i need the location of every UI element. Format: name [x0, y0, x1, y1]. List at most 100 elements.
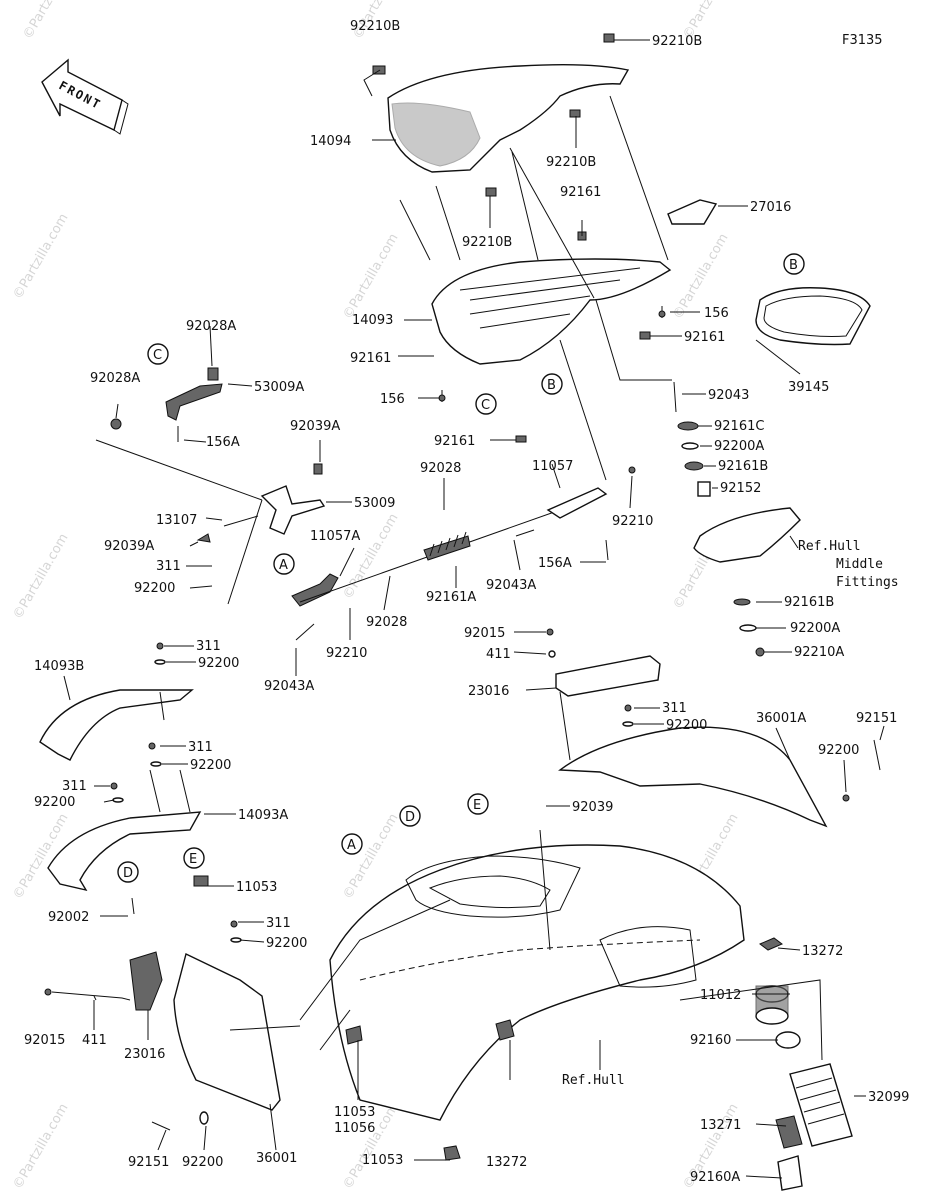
part-label: 156	[380, 392, 405, 407]
part-label: 92039	[572, 800, 613, 815]
part-label: 156	[704, 306, 729, 321]
part-label: 92161	[684, 330, 725, 345]
part-label: 311	[196, 639, 221, 654]
callout-c-tray: C	[475, 393, 497, 415]
part-label: 92015	[24, 1033, 65, 1048]
part-label: 92043A	[264, 679, 314, 694]
part-label: 92200	[818, 743, 859, 758]
part-label: 92200A	[790, 621, 840, 636]
part-label: 27016	[750, 200, 791, 215]
seat-cover-shape	[387, 63, 630, 173]
part-label: 92028A	[186, 319, 236, 334]
svg-text:D: D	[123, 866, 133, 881]
part-label: 92161A	[426, 590, 476, 605]
svg-text:A: A	[279, 558, 288, 573]
front-arrow-icon: FRONT	[41, 58, 129, 135]
part-label: 92210B	[546, 155, 596, 170]
part-label: 92043A	[486, 578, 536, 593]
part-label: 14093	[352, 313, 393, 328]
part-label: 92028A	[90, 371, 140, 386]
svg-text:B: B	[547, 378, 556, 393]
watermark-text: ©Partzilla.com	[10, 531, 71, 622]
part-label: 311	[662, 701, 687, 716]
part-label: 92043	[708, 388, 749, 403]
part-label: 39145	[788, 380, 829, 395]
part-label: 92028	[366, 615, 407, 630]
part-labels: 92210B 92210B 14094 92210B 92210B 92161 …	[24, 19, 909, 1185]
part-label: 11056	[334, 1121, 375, 1136]
part-label: 311	[188, 740, 213, 755]
callout-d-deck: D	[399, 805, 421, 827]
part-label: 92200	[198, 656, 239, 671]
part-label: 92161B	[784, 595, 834, 610]
part-label: 23016	[468, 684, 509, 699]
part-label: 92161C	[714, 419, 764, 434]
svg-text:D: D	[405, 810, 415, 825]
ref-hull-middle-label-2: Middle	[836, 557, 883, 572]
seal-ring-shape	[755, 287, 871, 346]
svg-text:E: E	[473, 798, 481, 813]
callout-a-deck: A	[341, 833, 363, 855]
callout-b-tray: B	[541, 373, 563, 395]
part-label: 92151	[856, 711, 897, 726]
callout-c-left: C	[147, 343, 169, 365]
part-label: 92210B	[652, 34, 702, 49]
storage-tray-shape	[431, 258, 672, 365]
part-label: 92200	[34, 795, 75, 810]
svg-text:C: C	[481, 398, 490, 413]
part-label: 11053	[236, 880, 277, 895]
side-cover-left-shape	[173, 953, 281, 1111]
part-label: 13272	[486, 1155, 527, 1170]
part-label: 311	[266, 916, 291, 931]
part-label: 92160A	[690, 1170, 740, 1185]
part-label: 11053	[334, 1105, 375, 1120]
part-label: 92210B	[462, 235, 512, 250]
part-label: 92210	[612, 514, 653, 529]
part-label: 13107	[156, 513, 197, 528]
part-label: 92160	[690, 1033, 731, 1048]
part-label: 92200	[266, 936, 307, 951]
part-shapes	[39, 33, 881, 1191]
part-label: 36001	[256, 1151, 297, 1166]
part-label: 11012	[700, 988, 741, 1003]
part-label: 92039A	[290, 419, 340, 434]
part-label: 14093A	[238, 808, 288, 823]
callout-e-panel: E	[183, 847, 205, 869]
part-label: 11057A	[310, 529, 360, 544]
svg-text:A: A	[347, 838, 356, 853]
part-label: 92161	[350, 351, 391, 366]
part-label: 92210	[326, 646, 367, 661]
part-label: 411	[486, 647, 511, 662]
part-label: 92161	[560, 185, 601, 200]
leader-lines	[51, 39, 885, 1179]
svg-text:E: E	[189, 852, 197, 867]
part-label: 92200A	[714, 439, 764, 454]
part-label: 311	[62, 779, 87, 794]
part-label: 92210B	[350, 19, 400, 34]
part-label: 92002	[48, 910, 89, 925]
deck-shape	[329, 844, 745, 1121]
ref-hull-label: Ref.Hull	[562, 1073, 625, 1088]
part-label: 11057	[532, 459, 573, 474]
svg-text:C: C	[153, 348, 162, 363]
part-label: 36001A	[756, 711, 806, 726]
part-label: 92200	[666, 718, 707, 733]
part-label: 53009A	[254, 380, 304, 395]
part-label: 92210A	[794, 645, 844, 660]
part-label: 92015	[464, 626, 505, 641]
part-label: 92039A	[104, 539, 154, 554]
part-label: 92200	[190, 758, 231, 773]
ref-hull-middle-label-1: Ref.Hull	[798, 539, 861, 554]
part-label: 92151	[128, 1155, 169, 1170]
callout-d-panel: D	[117, 861, 139, 883]
part-label: 311	[156, 559, 181, 574]
part-label: 411	[82, 1033, 107, 1048]
part-label: 92200	[182, 1155, 223, 1170]
watermark-text: ©Partzilla.com	[20, 0, 81, 42]
watermark-text: ©Partzilla.com	[340, 231, 401, 322]
part-label: 156A	[538, 556, 572, 571]
part-label: 11053	[362, 1153, 403, 1168]
part-label: 14093B	[34, 659, 84, 674]
part-label: 23016	[124, 1047, 165, 1062]
